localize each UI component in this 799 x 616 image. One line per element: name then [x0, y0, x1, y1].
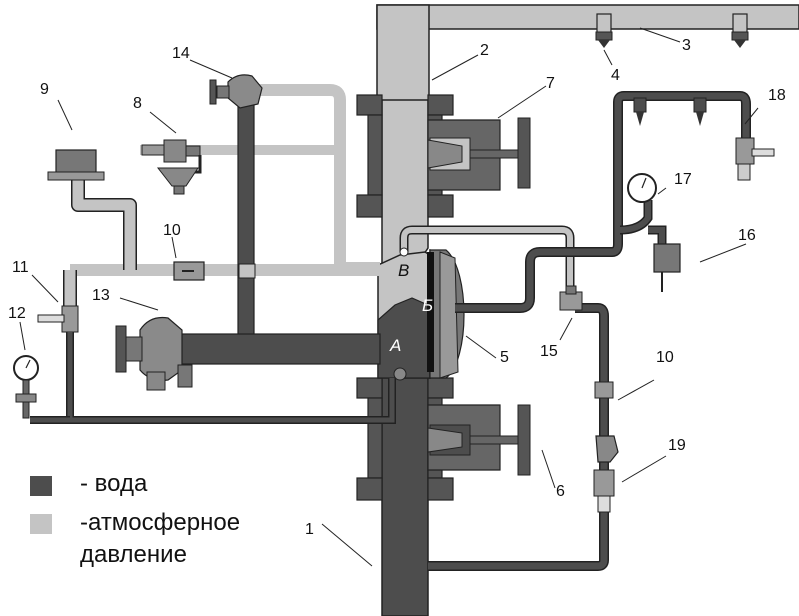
callout-9: 9: [40, 81, 49, 98]
air-tube-v: [399, 225, 575, 302]
callout-11: 11: [12, 259, 29, 276]
callout-10-upper: 10: [163, 222, 181, 239]
legend-air-label: -атмосферное: [80, 509, 240, 536]
callout-19: 19: [668, 437, 686, 454]
lower-gate-valve: [427, 404, 531, 476]
valve-15: [559, 285, 583, 311]
water-line-12: [30, 332, 396, 424]
callout-12: 12: [8, 305, 26, 322]
callout-7: 7: [546, 75, 555, 92]
callout-4: 4: [611, 67, 620, 84]
callout-2: 2: [480, 42, 489, 59]
air-line-loop: [70, 84, 380, 276]
legend-air-swatch: [30, 514, 52, 534]
air-pipe-left: [63, 178, 137, 310]
strainer-19: [593, 435, 619, 513]
pressure-switch-9: [47, 149, 105, 181]
valve-13: [115, 316, 193, 391]
callout-15: 15: [540, 343, 558, 360]
pressure-gauge-12: [13, 355, 39, 419]
alarm-16: [653, 243, 681, 273]
callout-17: 17: [674, 171, 692, 188]
top-distribution-pipe: [376, 4, 799, 106]
legend: - вода -атмосферное давление: [30, 470, 240, 568]
upper-gate-valve: [427, 117, 531, 191]
sprinkler-head-icon: [693, 97, 707, 126]
water-pipe-14: [237, 94, 255, 338]
valve-18: [735, 137, 775, 181]
valve-10-upper: [173, 261, 256, 281]
callout-6: 6: [556, 483, 565, 500]
callout-18: 18: [768, 87, 786, 104]
callout-3: 3: [682, 37, 691, 54]
pressure-gauge-17: [627, 173, 657, 203]
callout-1: 1: [305, 521, 314, 538]
accelerator-body: [439, 251, 459, 379]
callout-16: 16: [738, 227, 756, 244]
drain-valve-8: [141, 139, 202, 195]
valve-14: [209, 74, 263, 109]
sprinkler-head-icon: [633, 97, 647, 126]
water-pipe-13: [179, 333, 381, 365]
callout-14: 14: [172, 45, 190, 62]
callout-lines: [19, 27, 759, 567]
legend-water-label: - вода: [80, 470, 148, 497]
callout-13: 13: [92, 287, 110, 304]
sprinkler-head-icon: [731, 13, 749, 48]
valve-11: [37, 305, 79, 333]
valve-10-lower: [594, 381, 614, 399]
zone-label-v: В: [398, 261, 409, 280]
callout-10-lower: 10: [656, 349, 674, 366]
zone-label-b: Б: [422, 296, 433, 315]
legend-water-swatch: [30, 476, 52, 496]
sprinkler-head-icon: [595, 13, 613, 48]
zone-label-a: А: [389, 336, 401, 355]
callout-5: 5: [500, 349, 509, 366]
legend-air-label-2: давление: [80, 541, 187, 568]
callout-8: 8: [133, 95, 142, 112]
